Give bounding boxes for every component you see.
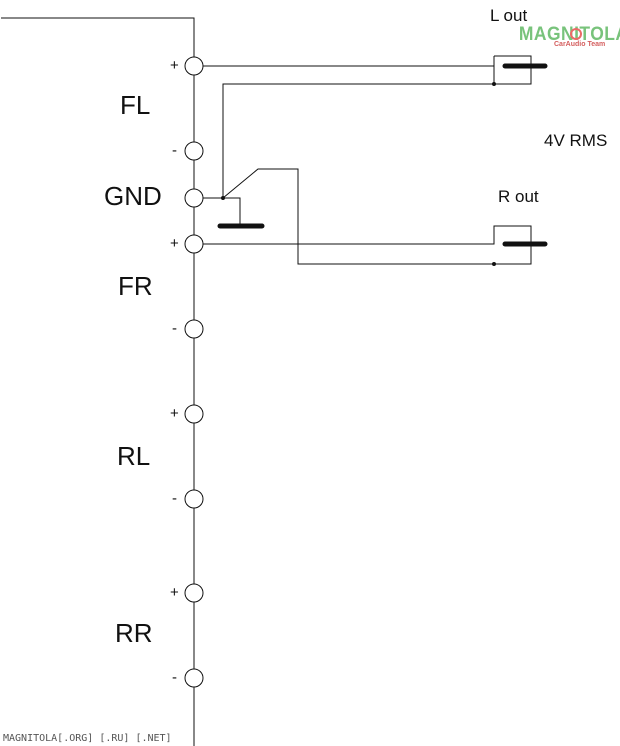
junction-dot [492,82,496,86]
terminal-rl-plus [184,404,204,424]
polarity-minus: - [172,490,177,507]
channel-label-gnd: GND [104,181,162,211]
right-output-label: R out [498,187,539,206]
terminal-fl-plus [184,56,204,76]
junction-dot [221,196,225,200]
channel-label-fr: FR [118,271,153,301]
polarity-minus: - [172,142,177,159]
terminal-fr-minus [184,319,204,339]
channel-label-rl: RL [117,441,150,471]
head-unit-outline [1,17,195,746]
site-watermark: MAGNITOLA[.ORG] [.RU] [.NET] [3,733,172,744]
junction-dot [492,262,496,266]
terminal-gnd [184,188,204,208]
polarity-plus: + [170,405,179,422]
right-output-wiring [203,168,532,265]
logo-ring-icon [570,28,582,40]
polarity-minus: - [172,669,177,686]
polarity-plus: + [170,57,179,74]
polarity-plus: + [170,584,179,601]
output-level-label: 4V RMS [544,131,607,150]
terminal-rl-minus [184,489,204,509]
left-output-wiring [203,55,532,198]
logo-subtitle: CarAudio Team [554,41,605,48]
channel-label-rr: RR [115,618,153,648]
terminal-fr-plus [184,234,204,254]
terminal-rr-plus [184,583,204,603]
magnitola-logo: MAGNITOLA CarAudio Team [519,22,620,48]
polarity-plus: + [170,235,179,252]
left-output-label: L out [490,6,527,25]
terminal-fl-minus [184,141,204,161]
terminal-rr-minus [184,668,204,688]
polarity-minus: - [172,320,177,337]
ground-wiring [203,197,241,226]
logo-text: MAGNITOLA [519,22,620,44]
channel-label-fl: FL [120,90,150,120]
